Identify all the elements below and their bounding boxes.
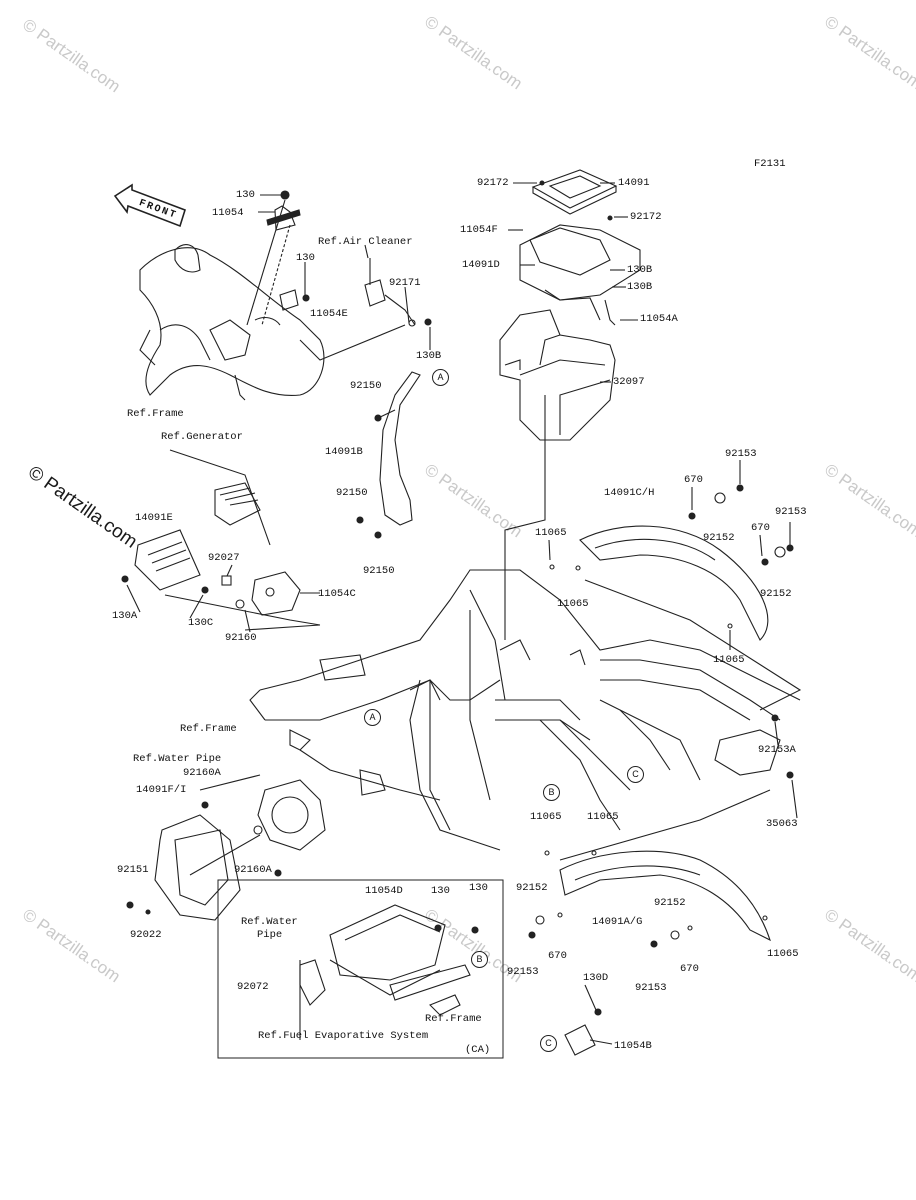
part-label: 11054 — [212, 207, 244, 219]
part-label: 130A — [112, 610, 138, 622]
part-label: 130B — [627, 264, 653, 276]
part-label: 11054B — [614, 1040, 652, 1052]
part-label: 35063 — [766, 818, 798, 830]
part-label: 670 — [751, 522, 770, 534]
part-label: 92160 — [225, 632, 257, 644]
part-label: 32097 — [613, 376, 645, 388]
part-label: 92152 — [516, 882, 548, 894]
part-label: 92150 — [336, 487, 368, 499]
part-label: 670 — [680, 963, 699, 975]
ref-label: Ref.Air Cleaner — [318, 236, 413, 248]
callout-b: B — [543, 784, 560, 801]
battery-lid — [531, 169, 618, 209]
part-label: 14091F/I — [136, 784, 187, 796]
part-label: 92152 — [654, 897, 686, 909]
part-label: 92153 — [725, 448, 757, 460]
part-label: 92172 — [477, 177, 509, 189]
callout-b: B — [471, 951, 488, 968]
part-label: 14091B — [325, 446, 363, 458]
part-label: 92153 — [507, 966, 539, 978]
ref-label: Ref.Water — [241, 916, 298, 928]
cover-14091FI — [154, 814, 241, 921]
ref-label: Ref.Frame — [180, 723, 237, 735]
part-label: 92151 — [117, 864, 149, 876]
part-label: 11054C — [318, 588, 356, 600]
part-label: 130C — [188, 617, 214, 629]
cover-14091E — [134, 529, 201, 591]
part-label: 92152 — [760, 588, 792, 600]
part-label: 11065 — [557, 598, 589, 610]
part-label: 130 — [431, 885, 450, 897]
part-label: 14091E — [135, 512, 173, 524]
part-label: 92072 — [237, 981, 269, 993]
callout-c: C — [540, 1035, 557, 1052]
part-label: 92172 — [630, 211, 662, 223]
part-label: 11054A — [640, 313, 678, 325]
ref-label: Ref.Generator — [161, 431, 243, 443]
ref-label: Pipe — [257, 929, 283, 941]
part-label: 92153A — [758, 744, 796, 756]
battery-case — [499, 309, 616, 441]
ref-label: Ref.Water Pipe — [133, 753, 222, 765]
part-label: 130B — [416, 350, 442, 362]
part-label: 11065 — [713, 654, 745, 666]
part-label: 14091A/G — [592, 916, 643, 928]
part-label: 11065 — [535, 527, 567, 539]
part-label: 92027 — [208, 552, 240, 564]
ca-region-box — [217, 879, 504, 1059]
callout-a: A — [364, 709, 381, 726]
ref-label: Ref.Frame — [127, 408, 184, 420]
part-label: 92171 — [389, 277, 421, 289]
part-label: 92160A — [183, 767, 221, 779]
part-label: 92153 — [775, 506, 807, 518]
front-arrow-icon — [113, 183, 186, 228]
part-label: 130B — [627, 281, 653, 293]
ref-label: Ref.Frame — [425, 1013, 482, 1025]
side-plate-14091B — [379, 371, 421, 526]
part-label: 92152 — [703, 532, 735, 544]
part-label: 92150 — [363, 565, 395, 577]
part-label: 11054E — [310, 308, 348, 320]
part-label: 670 — [548, 950, 567, 962]
front-frame — [139, 247, 325, 396]
part-label: 92153 — [635, 982, 667, 994]
part-label: 11065 — [767, 948, 799, 960]
part-label: 130 — [296, 252, 315, 264]
battery-tray — [519, 224, 641, 301]
figure-code: F2131 — [754, 158, 786, 170]
part-label: 130 — [236, 189, 255, 201]
part-label: 92022 — [130, 929, 162, 941]
part-label: 130 — [469, 882, 488, 894]
part-label: 11065 — [587, 811, 619, 823]
ref-label: Ref.Fuel Evaporative System — [258, 1030, 429, 1042]
part-label: 11054F — [460, 224, 498, 236]
main-frame — [259, 569, 801, 701]
part-label: 670 — [684, 474, 703, 486]
ref-label: (CA) — [465, 1044, 491, 1056]
fender-14091AG — [559, 850, 771, 942]
part-label: 92150 — [350, 380, 382, 392]
part-label: 14091C/H — [604, 487, 655, 499]
part-label: 11054D — [365, 885, 403, 897]
part-label: 14091D — [462, 259, 500, 271]
part-label: 14091 — [618, 177, 650, 189]
callout-c: C — [627, 766, 644, 783]
part-label: 92160A — [234, 864, 272, 876]
fender-14091CH — [579, 525, 769, 641]
part-label: 130D — [583, 972, 609, 984]
callout-a: A — [432, 369, 449, 386]
part-label: 11065 — [530, 811, 562, 823]
